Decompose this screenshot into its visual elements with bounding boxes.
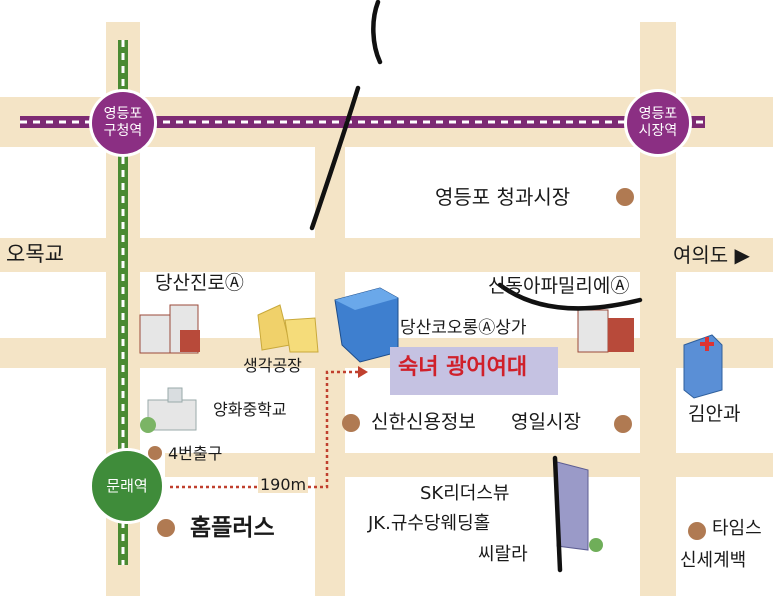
label-jk-wedding: JK.규수당웨딩홀 xyxy=(368,513,491,534)
route-arrow xyxy=(358,366,368,378)
label-distance: 190m xyxy=(258,475,309,494)
label-ginger-factory: 생각공장 xyxy=(243,356,302,375)
factory-icon xyxy=(257,304,319,353)
station-name: 문래역 xyxy=(106,477,148,495)
label-dangsan-jinro: 당산진로Ⓐ xyxy=(155,272,244,294)
hospital-icon xyxy=(683,334,723,399)
road-mid-vertical xyxy=(315,135,345,596)
station-name-line1: 영등포 xyxy=(103,106,143,123)
apartment-dangsan-icon xyxy=(139,304,200,354)
road-lower xyxy=(165,453,773,477)
station-yeongdeungpo-gucheong[interactable]: 영등포 구청역 xyxy=(89,89,157,157)
marker-exit4 xyxy=(148,446,162,460)
label-fruit-market: 영등포 청과시장 xyxy=(435,185,571,209)
marker-fruit-market xyxy=(616,188,634,206)
restaurant-logo-text: 숙녀 광어여대 xyxy=(398,354,528,380)
label-sk-leaders-view: SK리더스뷰 xyxy=(420,483,510,504)
label-exit4: 4번출구 xyxy=(168,444,223,463)
station-name-line1: 영등포 xyxy=(638,106,678,123)
restaurant-banner xyxy=(390,347,558,395)
school-icon xyxy=(140,387,197,433)
label-ssirala: 씨랄라 xyxy=(478,544,528,565)
station-name-line2: 시장역 xyxy=(638,123,678,139)
road-label-omokgyo: 오목교 xyxy=(6,242,64,266)
label-homeplus: 홈플러스 xyxy=(190,515,275,541)
label-kimangwa: 김안과 xyxy=(688,403,741,425)
apartment-sindong-icon xyxy=(577,309,634,353)
marker-shinhan xyxy=(342,414,360,432)
label-times-square: 타임스 xyxy=(712,518,762,539)
route-line xyxy=(170,370,360,489)
label-school: 양화중학교 xyxy=(213,400,287,419)
label-sindong-apt: 신동아파밀리에Ⓐ xyxy=(488,275,630,297)
marker-homeplus xyxy=(157,519,175,537)
station-yeongdeungpo-market[interactable]: 영등포 시장역 xyxy=(624,89,692,157)
label-yeongil-market: 영일시장 xyxy=(511,411,581,433)
handwritten-marks xyxy=(309,0,643,573)
label-dangsan-kolon: 당산코오롱Ⓐ상가 xyxy=(400,318,527,338)
label-shinhan-credit: 신한신용정보 xyxy=(371,411,476,433)
station-mullae[interactable]: 문래역 xyxy=(89,448,165,524)
marker-yeongil xyxy=(614,415,632,433)
marker-times-square xyxy=(688,522,706,540)
station-name-line2: 구청역 xyxy=(103,123,143,139)
road-label-yeouido: 여의도 ▶ xyxy=(673,243,750,267)
label-shinsegae: 신세계백 xyxy=(680,550,747,571)
kolon-building-icon xyxy=(334,287,399,363)
